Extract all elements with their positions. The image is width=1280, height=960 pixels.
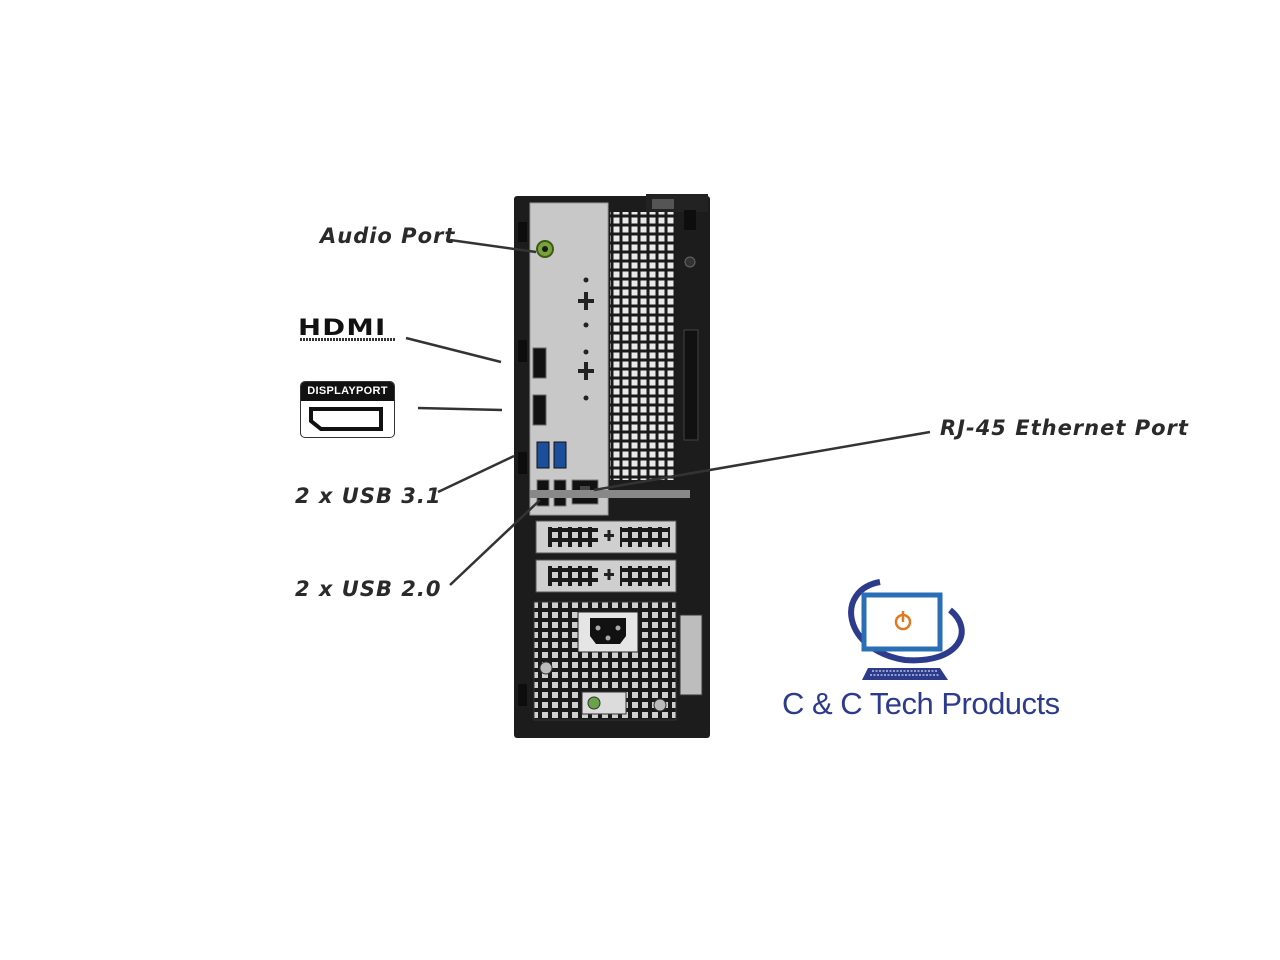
usb31-ports [536,441,567,469]
displayport-logo-text: DISPLAYPORT [301,382,394,401]
displayport-connector-icon [309,407,383,431]
usb31-label: 2 x USB 3.1 [295,484,442,508]
hdmi-logo: HDMI [298,316,387,341]
displayport-port [532,394,547,426]
ethernet-port-label: RJ-45 Ethernet Port [940,416,1189,440]
hdmi-port [532,347,547,379]
audio-jack [536,240,554,258]
expansion-slots [530,490,690,593]
power-supply [533,601,677,721]
hdmi-logo-tagline [300,338,396,341]
usb20-label: 2 x USB 2.0 [295,577,442,601]
side-lock-bracket [679,614,703,696]
brand-name: C & C Tech Products [782,686,1060,721]
displayport-logo: DISPLAYPORT [300,381,395,438]
plate-marks [578,277,594,401]
audio-port-label: Audio Port [320,224,456,248]
callout-lines [405,238,931,586]
monitor-power-icon [848,579,965,680]
